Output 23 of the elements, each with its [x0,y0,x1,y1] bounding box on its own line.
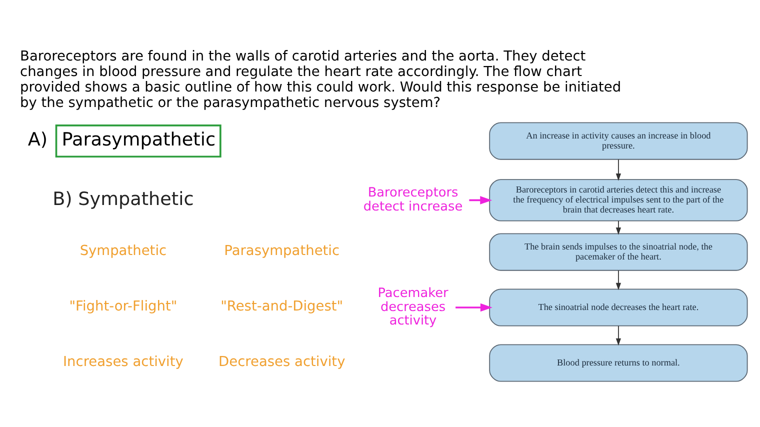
label: Sympathetic [80,243,167,260]
node-box: Blood pressure returns to normal. [489,344,748,382]
label: "Fight-or-Flight" [69,298,178,315]
node-box: The sinoatrial node decreases the heart rate. [489,288,748,326]
node-text: Pacemaker decreases activity [378,286,448,329]
label: B) Sympathetic [52,188,194,210]
label: Parasympathetic [224,243,340,260]
arrow [616,326,622,346]
arrow [616,159,622,181]
node-box: The brain sends impulses to the sinoatrial node, the pacemaker of the heart. [489,233,748,271]
diagram-title: Baroreceptors are found in the walls of carotid arteries and the aorta. They detect changes in blood pressure and regulate the heart rate accordingly. The flow chart provided shows a basic outline of how this could work. Would this response be initiated by the sympathetic or the parasympathetic nervous system? [20,48,622,112]
node-box: An increase in activity causes an increase in blood pressure. [489,122,748,160]
arrow [469,196,492,204]
node-text: Baroreceptors detect increase [363,186,463,214]
label: Decreases activity [218,354,346,370]
label: Increases activity [63,354,184,370]
node-label: A) [28,130,48,151]
arrow [616,220,622,235]
label: "Rest-and-Digest" [220,298,344,315]
arrow [616,270,622,290]
node-box: Baroreceptors in carotid arteries detect this and increase the frequency of electrical impulses sent to the part of the brain that decreases heart rate. [489,179,748,222]
arrow [456,303,492,312]
node-box: Parasympathetic [55,124,222,158]
